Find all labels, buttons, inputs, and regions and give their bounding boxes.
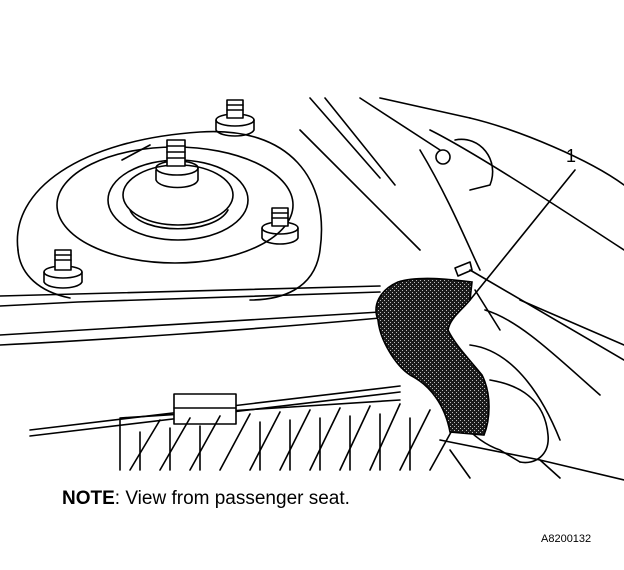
note-label: NOTE: [62, 488, 115, 509]
figure-id: A8200132: [541, 533, 592, 545]
mount-nut-left: [43, 249, 83, 289]
callout-leader: [469, 169, 576, 301]
mount-nut-front: [261, 207, 299, 245]
cabin-air-filter: [29, 385, 561, 479]
mount-nut-rear: [215, 99, 255, 137]
note-text: : View from passenger seat.: [114, 488, 350, 509]
mount-nut-center: [155, 139, 199, 189]
callout-number: 1: [566, 146, 577, 166]
note-caption: NOTE: View from passenger seat.: [62, 488, 350, 510]
highlighted-seal: [375, 277, 490, 436]
cowl-bar: [0, 285, 381, 346]
